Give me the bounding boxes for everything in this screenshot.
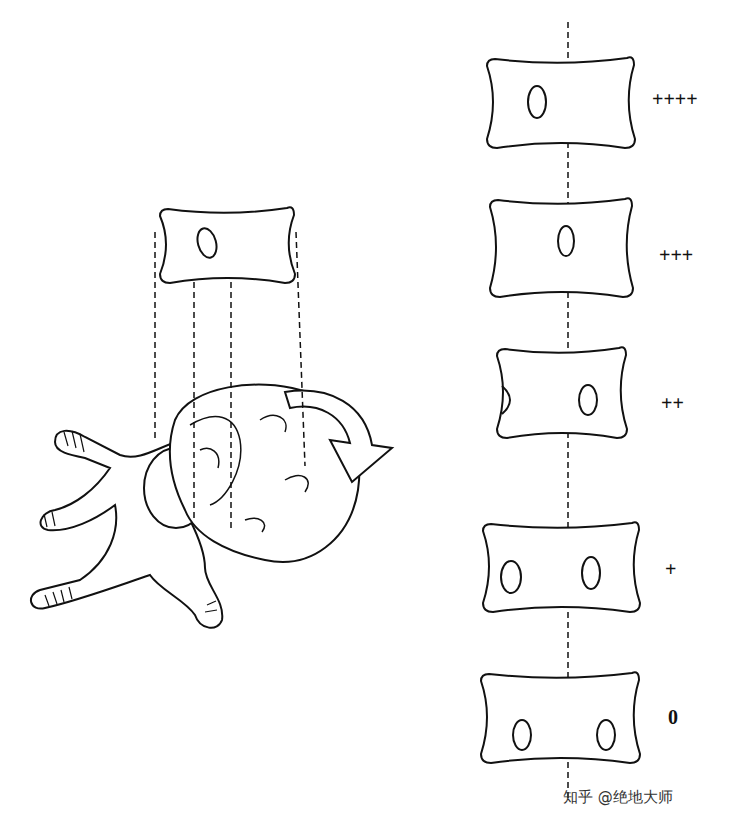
pedicle-edge (502, 386, 510, 414)
pedicle-oval (579, 385, 597, 415)
vertebra-outline (481, 672, 640, 763)
vertebra-body (497, 347, 627, 438)
pedicle-oval (501, 561, 521, 593)
vertebra-body (481, 672, 640, 763)
vertebra-outline (487, 57, 635, 148)
vertebra-outline (483, 522, 640, 612)
grade-label: ++++ (652, 89, 698, 109)
grade-label: +++ (659, 245, 693, 265)
watermark: 知乎 @绝地大师 (563, 790, 673, 805)
pedicle-oval (528, 86, 546, 118)
vertebra-body (160, 207, 295, 283)
grade-label: 0 (668, 707, 678, 727)
vertebra-frontal-views (160, 57, 640, 763)
vertebra-body (490, 198, 633, 297)
pedicle-oval (558, 226, 574, 256)
pedicle-oval (513, 720, 531, 750)
vertebra-body (487, 57, 635, 148)
vertebra-body (483, 522, 640, 612)
grade-label: ++ (661, 393, 684, 413)
vertebra-outline (490, 198, 633, 297)
pedicle-oval (194, 226, 219, 260)
axial-vertebra (31, 385, 392, 628)
vertebra-outline (160, 207, 295, 283)
vertebra-outline (497, 347, 627, 438)
pedicle-oval (597, 720, 615, 750)
pedicle-oval (582, 557, 600, 589)
grade-label: + (665, 559, 676, 579)
